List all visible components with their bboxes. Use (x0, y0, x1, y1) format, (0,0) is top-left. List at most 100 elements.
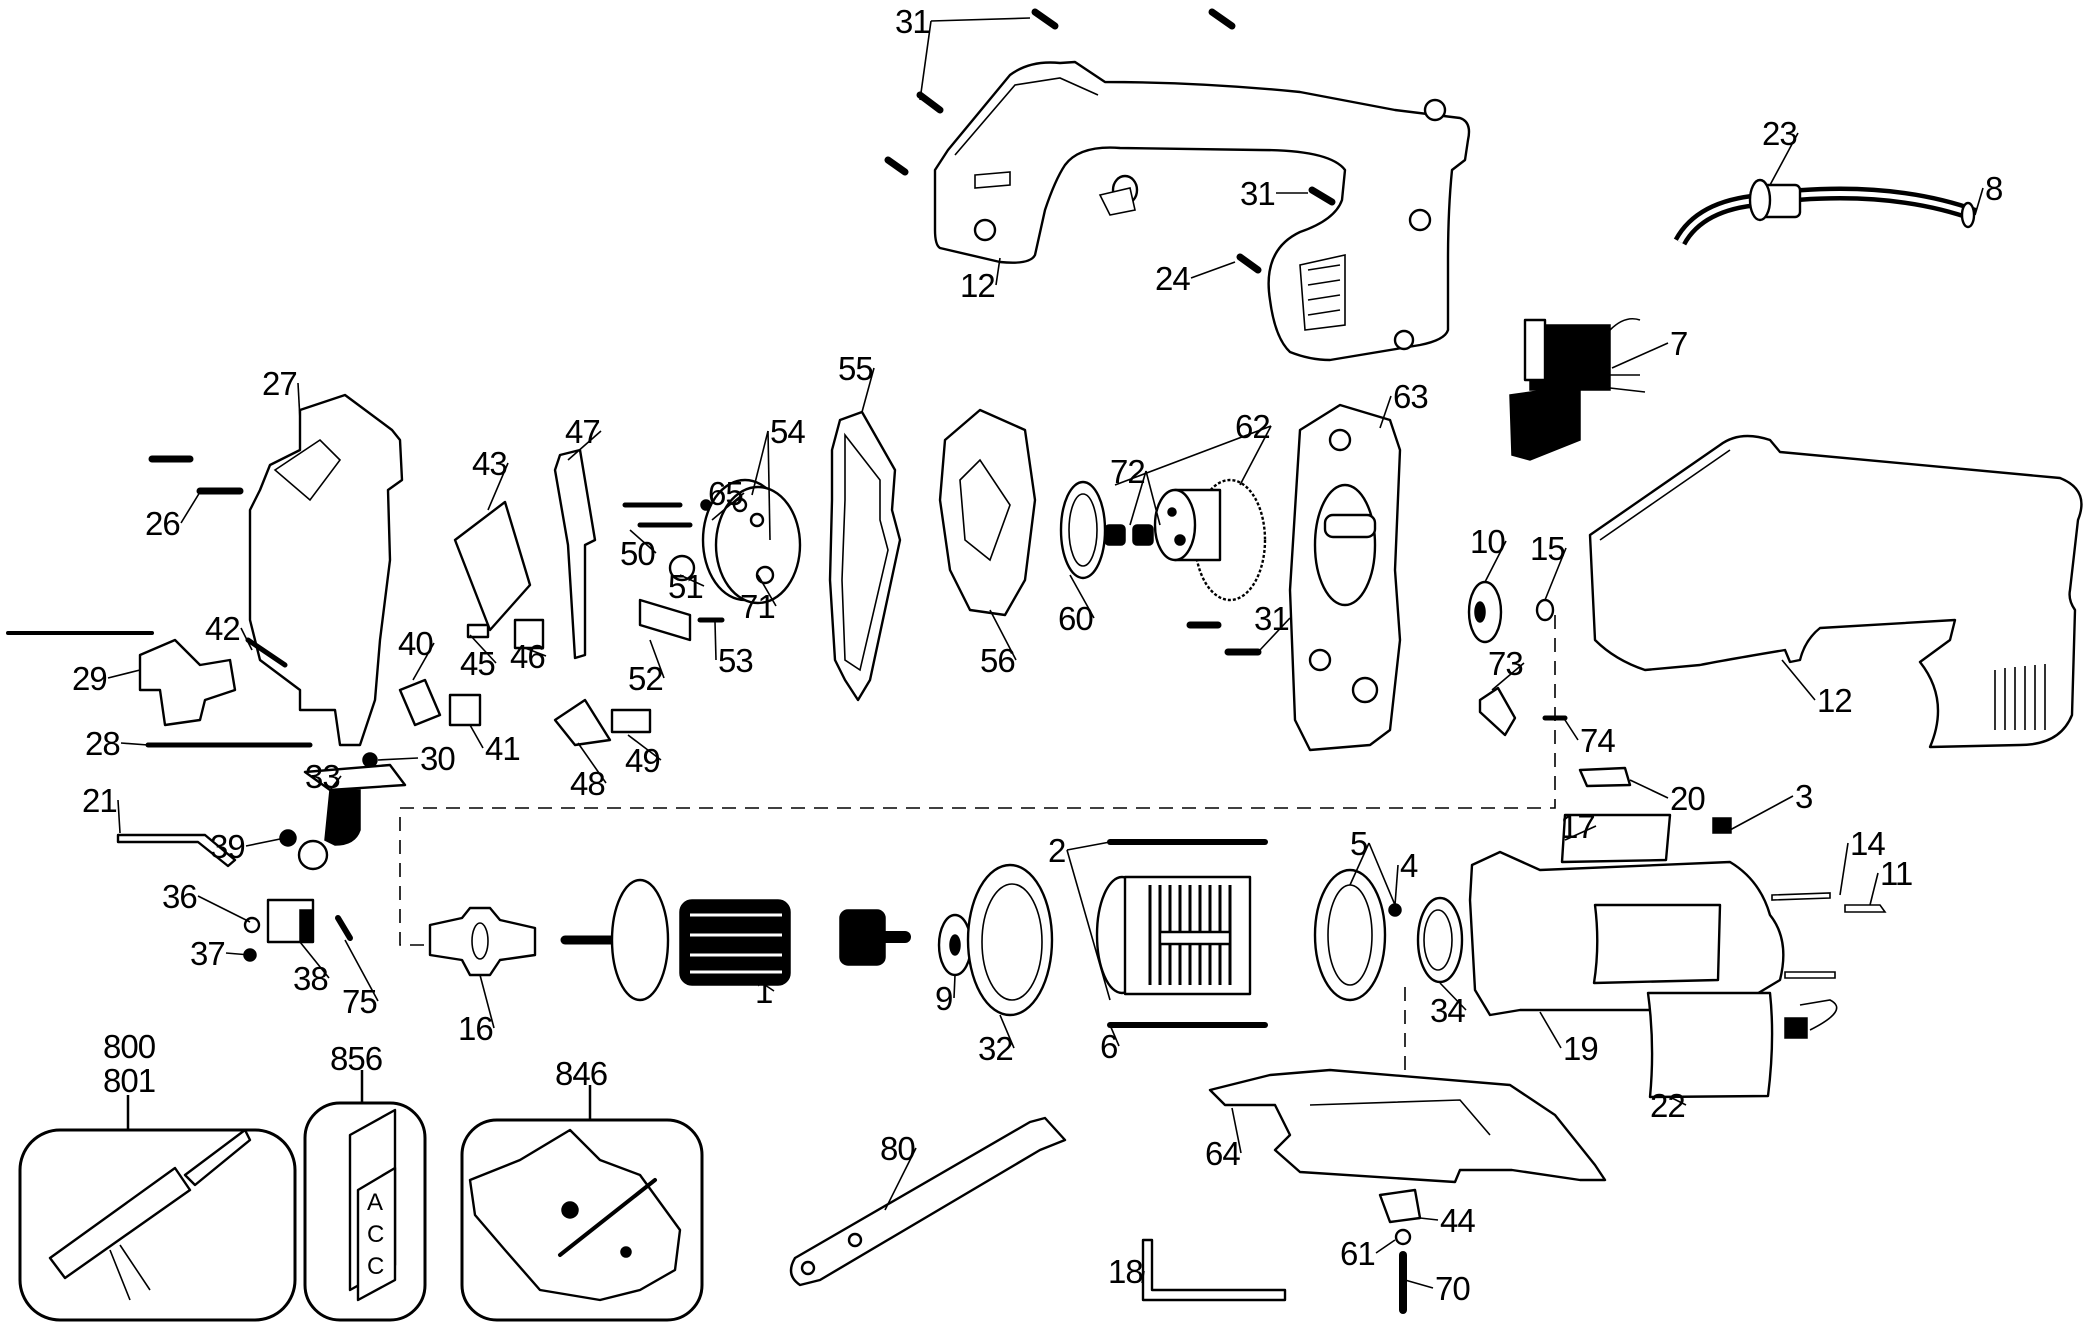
leader-line (1611, 342, 1669, 369)
callout-hex-key: 18 (1108, 1253, 1143, 1290)
callout-retaining-ring: 15 (1530, 530, 1565, 567)
callout-screw: 6 (1100, 1028, 1117, 1065)
callout-screw: 74 (1580, 722, 1615, 759)
callout-spring: 45 (460, 645, 495, 682)
leader-line (1394, 864, 1399, 906)
callout-brush-holder: 5 (1350, 825, 1367, 862)
callout-screw: 75 (342, 983, 377, 1020)
leader-line (1729, 795, 1794, 831)
leader-line (1129, 470, 1147, 526)
callout-shoe: 64 (1205, 1135, 1240, 1172)
callout-motor-housing: 19 (1563, 1030, 1598, 1067)
leader-line (1404, 1279, 1434, 1289)
callout-nameplate: 20 (1670, 780, 1705, 817)
callout-cord-protector: 23 (1762, 115, 1797, 152)
callout-clamp: 49 (625, 742, 660, 779)
callout-gasket: 55 (838, 350, 873, 387)
callout-screw: 70 (1435, 1270, 1470, 1307)
leader-line (999, 1014, 1015, 1049)
leader-line (1190, 261, 1236, 279)
callout-needle-bearings: 72 (1110, 453, 1145, 490)
leader-line (1109, 1024, 1120, 1047)
housing-half-right-part (1588, 434, 2083, 749)
thrust-washer-part (1059, 480, 1107, 580)
bearing-10-area (1467, 580, 1632, 788)
callout-armature: 1 (755, 973, 772, 1010)
callout-bushing: 41 (485, 730, 520, 767)
leader-line (1141, 1270, 1145, 1284)
leader-line (1484, 540, 1507, 583)
leader-line (1564, 825, 1597, 841)
callout-screw: 28 (85, 725, 120, 762)
callout-blade-clamp: 38 (293, 960, 328, 997)
leader-line (1974, 187, 1984, 216)
leader-line (1349, 842, 1370, 886)
callout-baffle: 73 (1488, 645, 1523, 682)
screws-31-top (884, 8, 1336, 274)
bearing-9-part (937, 913, 973, 977)
leader-line (919, 20, 932, 101)
leader-line (1629, 779, 1669, 799)
callout-nut: 51 (668, 568, 703, 605)
housing-half-left-part (933, 60, 1471, 362)
leader-line (1145, 470, 1161, 526)
callout-bearing-sleeve: 34 (1430, 992, 1465, 1029)
callout-power-cord: 8 (1985, 170, 2002, 207)
leader-line (1375, 1239, 1396, 1254)
leader-line (1259, 617, 1291, 651)
callout-fan-baffle: 16 (458, 1010, 493, 1047)
leader-line (197, 895, 251, 923)
callout-screw: 24 (1155, 260, 1190, 297)
callout-ball-bearing: 10 (1470, 523, 1505, 560)
callout-slider: 46 (510, 638, 545, 675)
leader-line (629, 529, 657, 554)
leader-line (469, 634, 497, 664)
callout-terminal: 14 (1850, 825, 1885, 862)
leader-line (711, 492, 745, 521)
leader-line (953, 974, 956, 999)
leader-line (627, 734, 662, 761)
leader-line (1379, 395, 1392, 429)
leader-line (479, 974, 495, 1029)
leader-line (180, 491, 201, 524)
callout-brush: 3 (1795, 778, 1812, 815)
leader-line (487, 462, 509, 511)
accessory-label-grease-gun: 800 (103, 1028, 156, 1065)
shoe-part (1208, 1068, 1607, 1184)
leader-line (1069, 574, 1095, 619)
leader-line (1114, 425, 1272, 486)
callout-leaders (107, 17, 1984, 1289)
mid-left-parts (398, 448, 725, 747)
callout-fan-ring: 32 (978, 1030, 1013, 1067)
gear-assembly-part (1104, 478, 1267, 602)
accessory-box-800 (18, 1095, 297, 1322)
callout-gear-case: 63 (1393, 378, 1428, 415)
callout-seal: 40 (398, 625, 433, 662)
leader-line (1781, 659, 1816, 701)
fan-baffle-part (428, 906, 537, 977)
callout-washer: 61 (1340, 1235, 1375, 1272)
leader-line (757, 574, 777, 607)
callout-clip: 48 (570, 765, 605, 802)
callout-label: 22 (1650, 1087, 1685, 1124)
blade-pack-letter: C (367, 1253, 384, 1280)
leader-line (1769, 132, 1799, 186)
screws-26 (148, 455, 244, 495)
leader-line (107, 669, 141, 679)
gear-case-cover-part (938, 408, 1037, 617)
leader-line (1231, 1107, 1242, 1154)
callout-gear-case-cover: 56 (980, 642, 1015, 679)
leader-line (1066, 849, 1111, 1001)
leader-line (240, 627, 253, 651)
gear-case-part (1288, 403, 1402, 752)
callout-label: 17 (1560, 808, 1595, 845)
callout-washers: 65 (708, 475, 743, 512)
leader-line (861, 367, 875, 413)
callout-screw: 31 (895, 3, 930, 40)
leader-line (1544, 547, 1567, 601)
callout-switch: 7 (1670, 325, 1687, 362)
callout-nut: 39 (210, 828, 245, 865)
leader-line (225, 952, 251, 956)
leader-line (764, 984, 775, 992)
